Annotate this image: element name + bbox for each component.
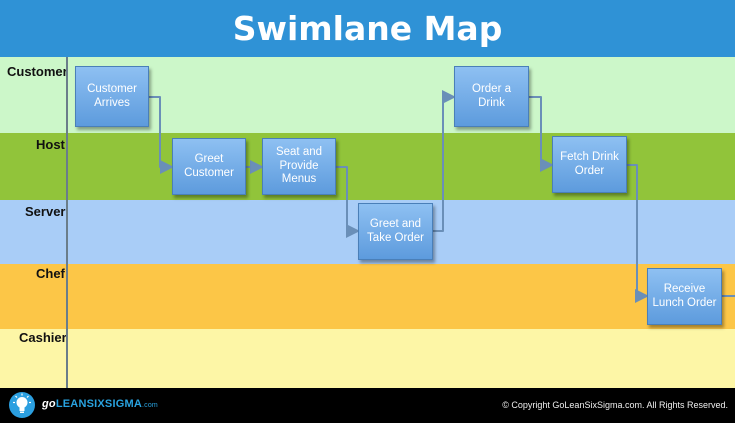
step-order-drink[interactable]: Order a Drink [454,66,529,127]
logo-main: LEANSIXSIGMA [55,398,142,410]
logo-com: .com [141,402,158,409]
step-customer-arrives[interactable]: Customer Arrives [75,66,149,127]
step-receive-lunch-order[interactable]: Receive Lunch Order [647,268,722,325]
connector-arrives-to-greet [148,96,174,174]
connector-drink-to-fetch [528,96,554,172]
lightbulb-logo-icon [9,392,35,418]
lane-label-cashier: Cashier [19,330,67,345]
lane-divider [66,57,68,388]
page-title: Swimlane Map [232,9,503,48]
lane-label-customer: Customer [7,64,68,79]
step-greet-take-order[interactable]: Greet and Take Order [358,203,433,260]
step-fetch-drink-order[interactable]: Fetch Drink Order [552,136,627,193]
copyright-notice: © Copyright GoLeanSixSigma.com. All Righ… [502,400,728,410]
lane-label-chef: Chef [36,266,65,281]
step-seat-provide-menus[interactable]: Seat and Provide Menus [262,138,336,195]
step-greet-customer[interactable]: Greet Customer [172,138,246,195]
connector-take-order-to-drink [432,90,456,232]
lane-chef: Chef [0,264,735,329]
connector-seat-to-take-order [335,166,360,238]
logo-go: go [42,398,56,410]
footer [0,388,735,423]
connector-fetch-to-receive [626,164,649,303]
lane-cashier: Cashier [0,329,735,388]
brand-logo[interactable]: goLEANSIXSIGMA.com [42,398,158,410]
title-bar: Swimlane Map [0,0,735,57]
lane-label-host: Host [36,137,65,152]
lane-label-server: Server [25,204,66,219]
